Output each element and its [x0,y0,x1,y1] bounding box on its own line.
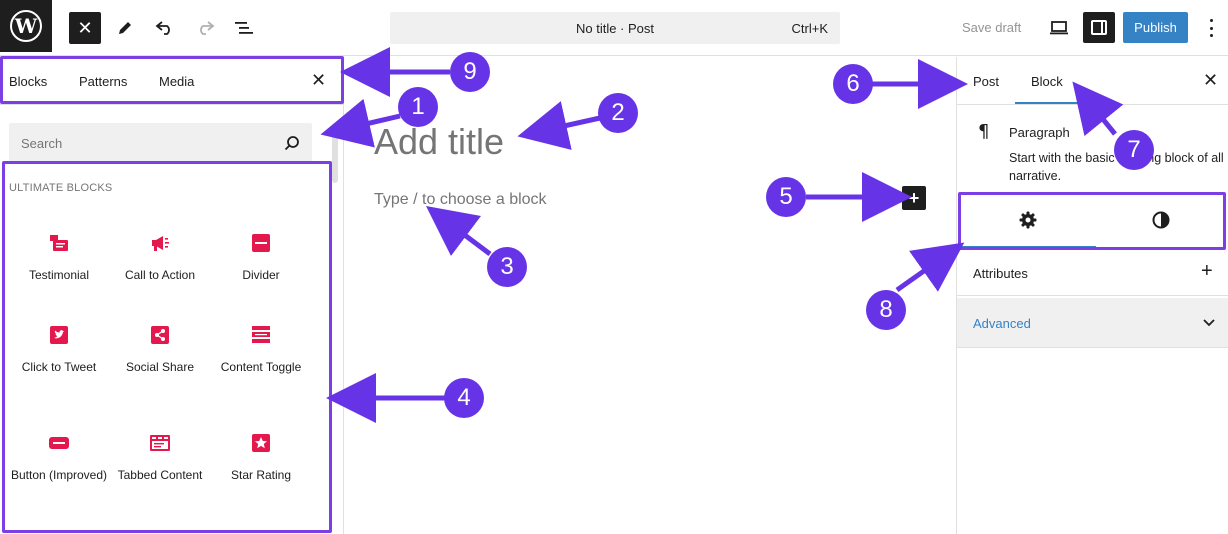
block-item-testimonial[interactable]: Testimonial [9,233,109,283]
close-icon: ✕ [77,17,93,38]
editor-canvas: Add title Type / to choose a block + [345,57,955,534]
publish-button[interactable]: Publish [1123,12,1188,43]
undo-button[interactable] [149,12,181,44]
star-icon [251,433,271,453]
block-label: Divider [242,268,280,282]
tab-styles[interactable] [1094,192,1227,248]
settings-sidebar: Post Block ✕ ¶ Paragraph Start with the … [956,57,1228,534]
add-block-button[interactable]: + [902,186,926,210]
block-search [9,123,312,163]
search-icon [284,136,299,151]
options-menu-button[interactable] [1203,16,1219,40]
block-group-title: ULTIMATE BLOCKS [9,182,113,194]
annotation-badge-2: 2 [598,93,638,133]
gear-icon [1019,211,1036,229]
wordpress-logo-button[interactable]: W [0,0,52,52]
block-item-click-to-tweet[interactable]: Click to Tweet [9,325,109,375]
kebab-dot-icon [1209,26,1213,30]
close-inserter-button[interactable]: ✕ [69,12,101,44]
contrast-icon [1152,211,1169,229]
block-item-star-rating[interactable]: Star Rating [211,433,311,483]
kebab-dot-icon [1209,19,1213,22]
block-item-tabbed-content[interactable]: Tabbed Content [110,433,210,483]
laptop-icon [1050,21,1068,35]
block-label: Button (Improved) [10,468,108,482]
inserter-tabs: Blocks Patterns Media ✕ [0,57,344,105]
document-title: No title · Post [575,20,655,36]
paragraph-icon: ¶ [978,121,990,142]
tab-media[interactable]: Media [159,74,195,89]
undo-icon [155,21,170,35]
testimonial-icon [49,233,69,253]
annotation-badge-7: 7 [1114,130,1154,170]
tab-block[interactable]: Block [1031,74,1063,89]
tab-patterns[interactable]: Patterns [79,74,128,89]
settings-tabs-header: Post Block ✕ [957,57,1228,105]
tools-button[interactable] [109,12,141,44]
block-label: Call to Action [124,268,196,282]
annotation-badge-6: 6 [833,64,873,104]
settings-sidebar-toggle[interactable] [1083,12,1115,43]
annotation-badge-3: 3 [487,247,527,287]
megaphone-icon [150,233,170,253]
twitter-icon [49,325,69,345]
block-item-call-to-action[interactable]: Call to Action [110,233,210,283]
block-item-divider[interactable]: Divider [211,233,311,283]
tab-settings[interactable] [961,192,1096,248]
editor-top-toolbar: W ✕ No title · Post Ctrl+K Save draft Pu… [0,0,1228,56]
command-shortcut: Ctrl+K [791,20,828,36]
plus-icon: + [908,187,920,208]
share-icon [150,325,170,345]
annotation-badge-5: 5 [766,177,806,217]
annotation-badge-4: 4 [444,378,484,418]
button-icon [49,433,69,453]
redo-button[interactable] [189,12,221,44]
list-view-icon [235,22,253,34]
kebab-dot-icon [1209,34,1213,37]
block-item-content-toggle[interactable]: Content Toggle [211,325,311,375]
block-label: Click to Tweet [21,360,97,374]
close-icon[interactable]: ✕ [311,70,327,90]
document-overview-button[interactable] [228,12,260,44]
block-item-button-improved[interactable]: Button (Improved) [9,433,109,483]
command-palette-bar[interactable]: No title · Post Ctrl+K [390,12,840,44]
save-draft-button[interactable]: Save draft [962,20,1022,35]
block-label: Testimonial [28,268,90,282]
redo-icon [200,21,215,35]
block-label: Content Toggle [220,360,302,374]
toggle-icon [251,325,271,345]
wordpress-logo-icon: W [10,10,42,42]
tab-post[interactable]: Post [973,74,1000,89]
annotation-badge-8: 8 [866,290,906,330]
pencil-icon [119,22,131,34]
divider-icon [251,233,271,253]
attributes-panel-row[interactable]: Attributes + [957,248,1228,296]
block-settings-tabs [961,192,1227,248]
sidebar-icon [1091,20,1107,35]
close-icon[interactable]: ✕ [1203,70,1219,90]
panel-scrollbar[interactable] [332,123,338,183]
plus-icon: + [1201,260,1213,282]
advanced-panel-row[interactable]: Advanced [957,298,1228,348]
block-label: Social Share [125,360,195,374]
tab-blocks[interactable]: Blocks [9,74,48,89]
search-input[interactable] [9,123,269,163]
block-label: Tabbed Content [117,468,203,482]
annotation-badge-9: 9 [450,52,490,92]
chevron-down-icon [1203,319,1215,327]
attributes-label: Attributes [973,266,1028,281]
advanced-label: Advanced [973,316,1031,331]
preview-button[interactable] [1043,12,1075,44]
tabs-icon [150,433,170,453]
post-title-input[interactable]: Add title [374,121,505,162]
active-tab-indicator [1015,102,1079,104]
block-card-title: Paragraph [1009,125,1070,140]
block-inserter-panel: Blocks Patterns Media ✕ ULTIMATE BLOCKS … [0,57,344,534]
annotation-badge-1: 1 [398,87,438,127]
paragraph-block-input[interactable]: Type / to choose a block [374,191,547,208]
block-item-social-share[interactable]: Social Share [110,325,210,375]
block-label: Star Rating [230,468,292,482]
